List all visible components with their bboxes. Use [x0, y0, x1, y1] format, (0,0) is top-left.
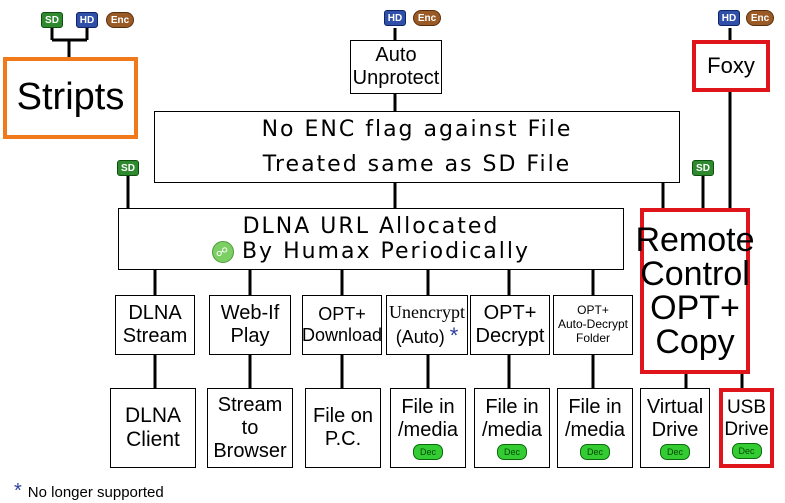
auto-unprotect-line: Auto: [375, 44, 417, 66]
dest-usb-drive: USB Drive Dec: [719, 388, 774, 468]
dest-file-in-media: File in /media Dec: [557, 388, 633, 468]
dest-dlna-client: DLNA Client: [110, 388, 196, 468]
dest-file-on-pc: File on P.C.: [305, 388, 381, 468]
dest-line: /media: [397, 419, 459, 441]
no-enc-line: No ENC flag against File: [261, 116, 573, 142]
dest-line: Stream to: [217, 393, 283, 439]
footnote-star: *: [14, 480, 22, 502]
remote-control-line: OPT+: [650, 289, 740, 327]
dest-line: Virtual: [646, 396, 704, 418]
dlna-url-text: By Humax Periodically: [241, 239, 531, 264]
dlna-url-line: ☍ By Humax Periodically: [211, 239, 531, 264]
remote-control-line: Remote: [635, 221, 755, 259]
auto-unprotect-box: Auto Unprotect: [350, 40, 442, 94]
method-line: Web-If: [220, 302, 280, 324]
stripts-box: Stripts: [3, 57, 138, 139]
hd-badge: HD: [76, 12, 98, 28]
sd-badge: SD: [41, 12, 63, 28]
method-opt-auto-decrypt-folder: OPT+ Auto-Decrypt Folder: [553, 295, 633, 355]
footnote: * No longer supported: [14, 480, 164, 503]
dest-line: File in: [401, 396, 455, 418]
method-line: Download: [301, 325, 383, 345]
foxy-label: Foxy: [707, 53, 755, 79]
share-icon: ☍: [211, 241, 234, 263]
method-web-if-play: Web-If Play: [209, 295, 291, 355]
not-supported-star: *: [449, 322, 459, 348]
dec-badge: Dec: [413, 444, 443, 460]
hd-badge: HD: [718, 10, 740, 26]
method-line: OPT+: [483, 302, 537, 324]
no-enc-line: Treated same as SD File: [262, 151, 572, 177]
dest-line: P.C.: [324, 428, 362, 450]
foxy-box: Foxy: [692, 40, 770, 92]
dest-line: /media: [564, 419, 626, 441]
remote-control-box: Remote Control OPT+ Copy: [635, 208, 755, 374]
method-line: (Auto) *: [396, 323, 459, 348]
method-opt-download: OPT+ Download: [302, 295, 382, 355]
enc-badge: Enc: [413, 10, 441, 26]
method-dlna-stream: DLNA Stream: [115, 295, 195, 355]
auto-unprotect-line: Unprotect: [352, 67, 440, 89]
dest-virtual-drive: Virtual Drive Dec: [640, 388, 710, 468]
no-enc-box: No ENC flag against File Treated same as…: [154, 111, 680, 183]
dest-file-in-media: File in /media Dec: [390, 388, 466, 468]
dest-line: Client: [126, 428, 180, 451]
stripts-label: Stripts: [16, 76, 125, 119]
dlna-url-line: DLNA URL Allocated: [242, 213, 500, 239]
dec-badge: Dec: [660, 444, 690, 460]
enc-badge: Enc: [106, 12, 134, 28]
enc-badge: Enc: [746, 10, 774, 26]
dest-line: DLNA: [124, 403, 182, 427]
method-line: Folder: [575, 330, 610, 345]
hd-badge: HD: [384, 10, 406, 26]
dest-line: Drive: [724, 419, 769, 440]
method-line: Stream: [122, 325, 188, 347]
dlna-url-box: DLNA URL Allocated ☍ By Humax Periodicall…: [118, 208, 624, 270]
dec-badge: Dec: [731, 442, 762, 459]
method-line: OPT+: [318, 304, 366, 325]
sd-badge: SD: [117, 160, 139, 176]
footnote-text: No longer supported: [27, 484, 164, 501]
method-line: Unencrypt: [389, 302, 465, 322]
dec-badge: Dec: [580, 444, 610, 460]
dest-line: File on: [312, 405, 374, 427]
method-line: Auto-Decrypt: [557, 317, 629, 332]
dest-line: Drive: [651, 419, 699, 441]
dest-line: File in: [485, 396, 539, 418]
method-line: OPT+: [577, 303, 609, 318]
method-line: DLNA: [128, 302, 182, 324]
dest-line: Browser: [213, 439, 287, 462]
method-line-text: (Auto): [395, 326, 445, 347]
dest-stream-to-browser: Stream to Browser: [207, 388, 293, 468]
dec-badge: Dec: [497, 444, 527, 460]
method-unencrypt-auto: Unencrypt (Auto) *: [386, 295, 468, 355]
dest-file-in-media: File in /media Dec: [474, 388, 550, 468]
method-opt-decrypt: OPT+ Decrypt: [470, 295, 550, 355]
dest-line: USB: [726, 397, 767, 419]
remote-control-line: Control: [640, 255, 750, 293]
method-line: Play: [230, 325, 270, 347]
method-line: Decrypt: [475, 325, 545, 347]
remote-control-line: Copy: [655, 323, 735, 361]
dest-line: File in: [568, 396, 622, 418]
dest-line: /media: [481, 419, 543, 441]
sd-badge: SD: [692, 160, 714, 176]
